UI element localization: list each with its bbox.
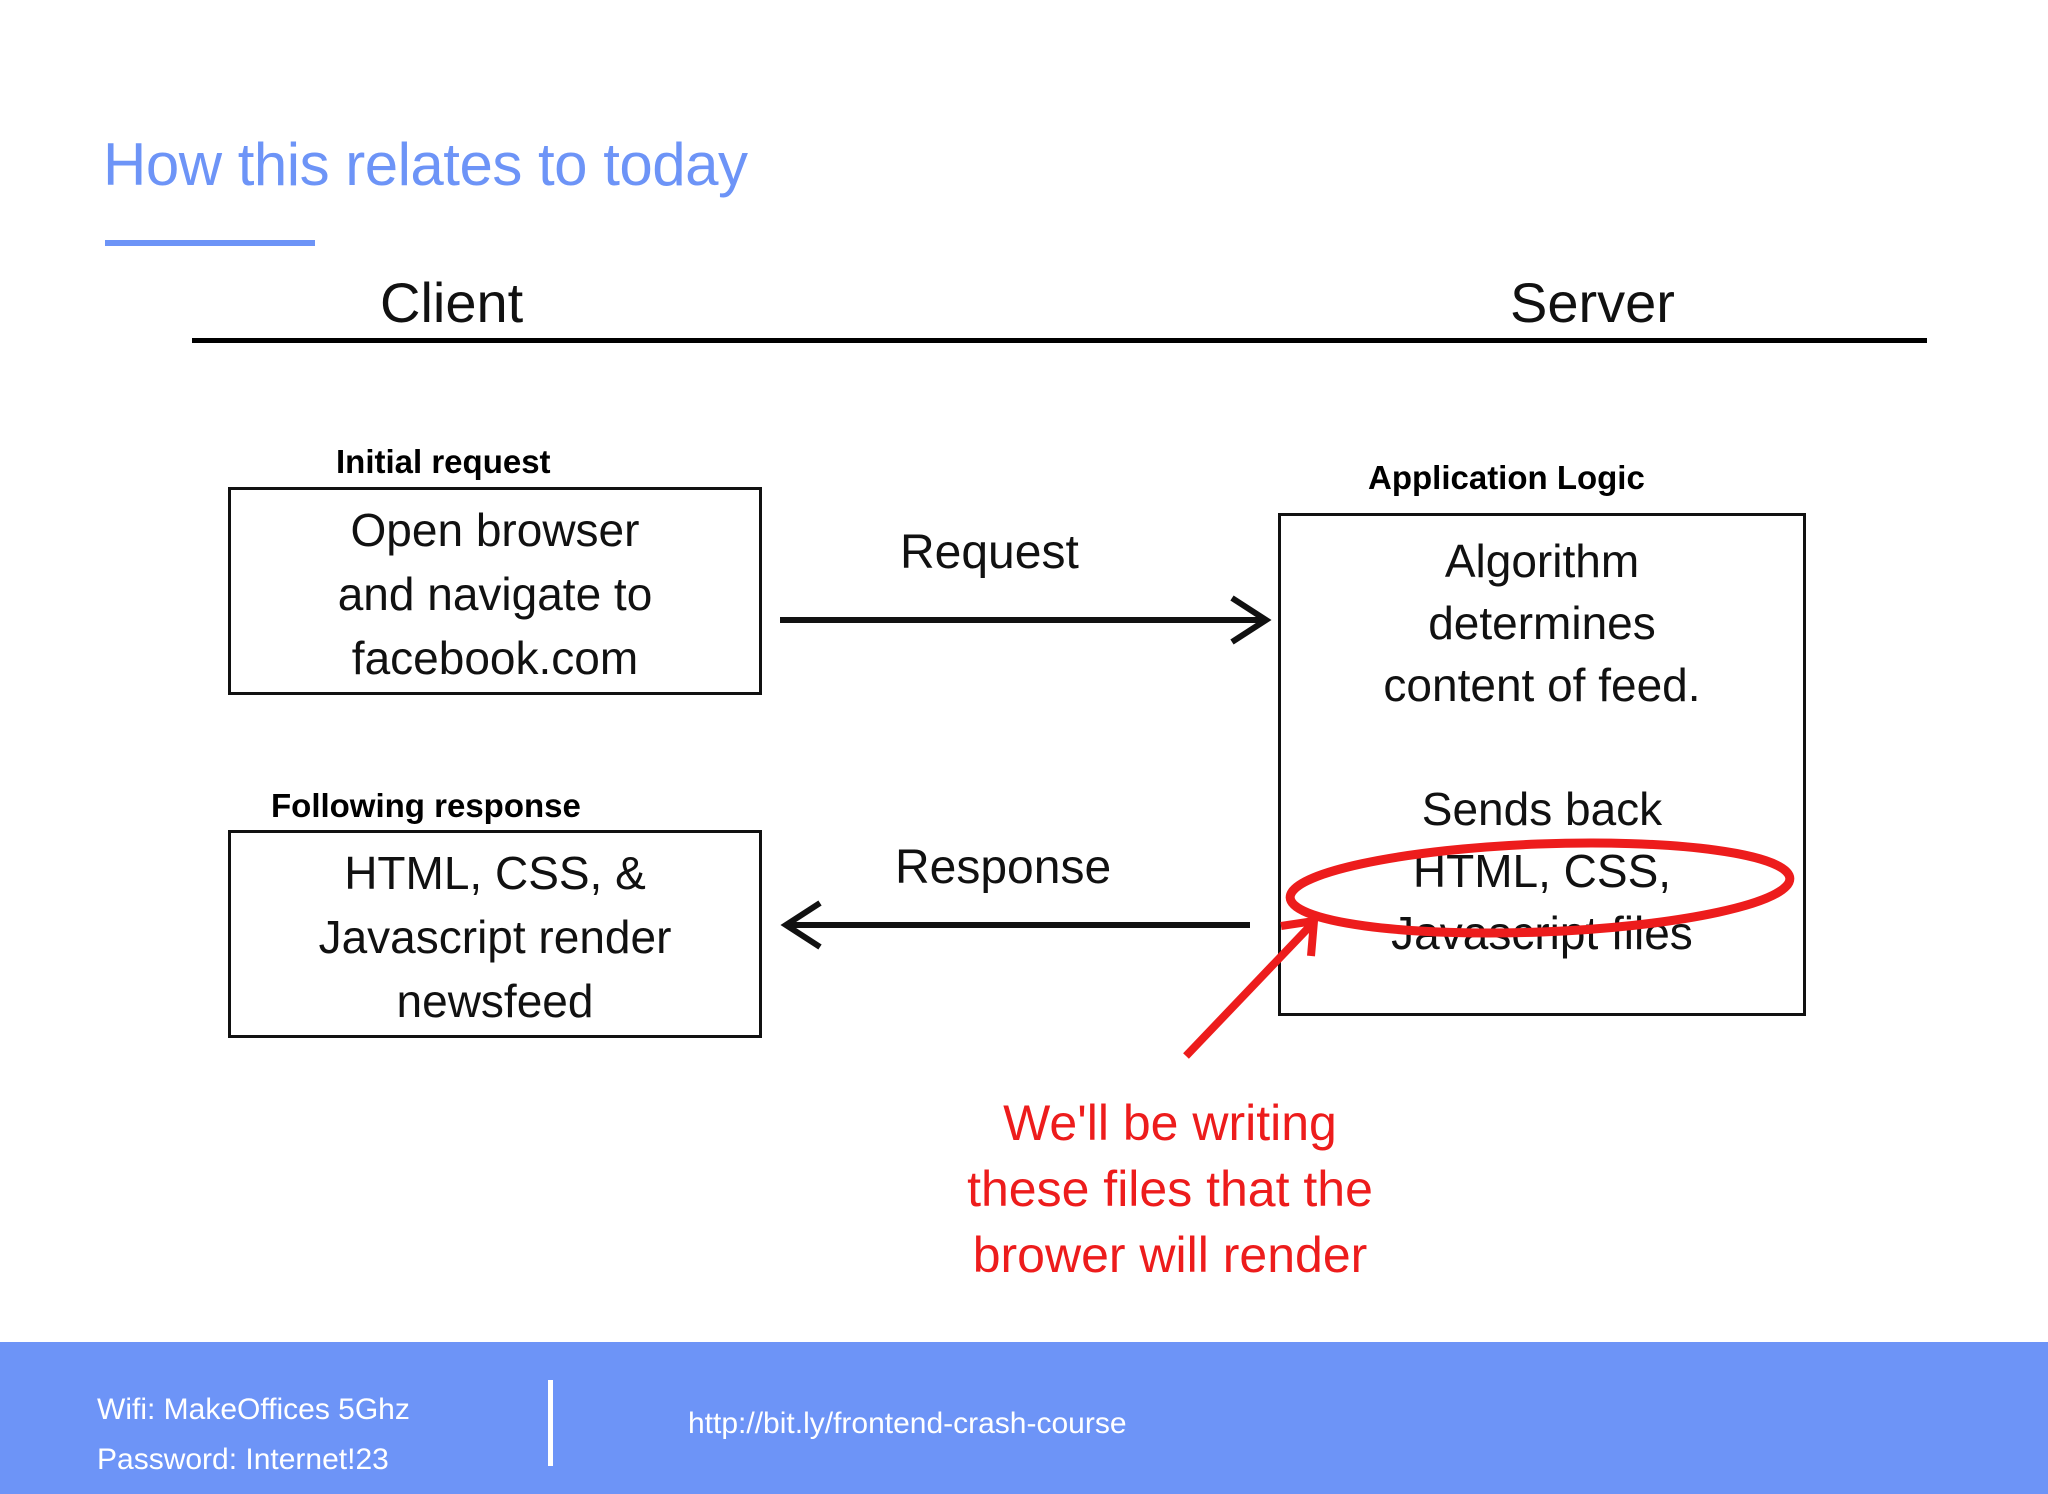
header-divider-line — [192, 338, 1927, 343]
arrow-request — [780, 595, 1272, 645]
arrow-response — [780, 900, 1250, 950]
footer-divider — [548, 1380, 553, 1466]
column-header-client: Client — [380, 271, 524, 334]
footer-wifi-info: Wifi: MakeOffices 5Ghz Password: Interne… — [97, 1393, 410, 1476]
title-underline-bar — [105, 240, 315, 246]
footer-bar — [0, 1342, 2048, 1494]
column-header-server: Server — [1510, 271, 1675, 334]
footer-course-url[interactable]: http://bit.ly/frontend-crash-course — [688, 1407, 1127, 1440]
box-initial-request: Open browser and navigate to facebook.co… — [228, 487, 762, 695]
page-title: How this relates to today — [103, 131, 748, 198]
box-application-logic: Algorithm determines content of feed. Se… — [1278, 513, 1806, 1016]
box-following-response-text: HTML, CSS, & Javascript render newsfeed — [318, 847, 672, 1027]
box-application-logic-text: Algorithm determines content of feed. Se… — [1383, 535, 1701, 959]
label-request: Request — [900, 526, 1079, 579]
label-response: Response — [895, 841, 1112, 894]
annotation-text: We'll be writing these files that the br… — [967, 1095, 1373, 1283]
caption-following-response: Following response — [271, 787, 581, 824]
box-initial-request-text: Open browser and navigate to facebook.co… — [337, 504, 653, 684]
box-following-response: HTML, CSS, & Javascript render newsfeed — [228, 830, 762, 1038]
caption-application-logic: Application Logic — [1368, 459, 1645, 496]
caption-initial-request: Initial request — [336, 443, 551, 480]
